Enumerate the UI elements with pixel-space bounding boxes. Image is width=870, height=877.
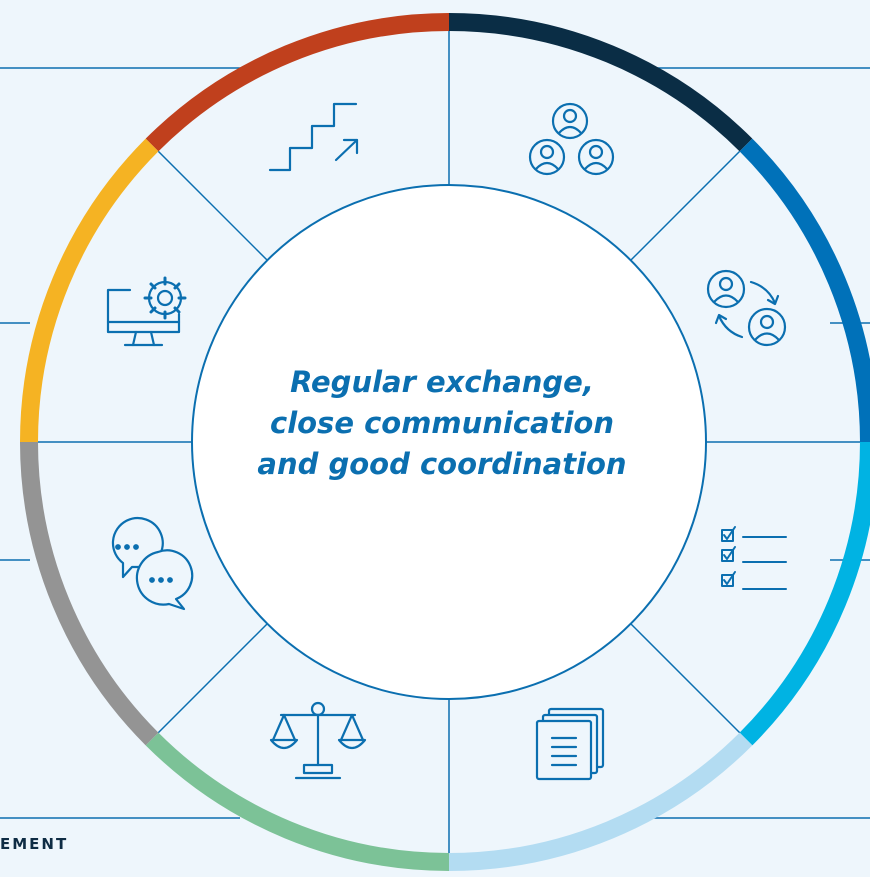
center-message-line-1: Regular exchange, <box>290 365 594 399</box>
chat-bubbles-icon <box>111 516 194 611</box>
ring-segment-balance <box>145 732 450 871</box>
checklist-icon <box>721 526 787 590</box>
connector-lines <box>0 67 870 819</box>
spoke-divider <box>157 623 268 734</box>
center-circle <box>191 184 707 700</box>
spoke-dividers <box>38 31 860 853</box>
ring-segment-career-growth <box>145 13 450 152</box>
ring-segment-communication <box>20 441 159 746</box>
documents-icon <box>535 707 605 781</box>
scales-icon <box>269 701 367 780</box>
ring-segment-checklist <box>739 441 870 746</box>
spoke-divider <box>630 150 741 261</box>
people-exchange-icon <box>706 269 787 347</box>
stairs-arrow-icon <box>268 102 359 172</box>
center-message: Regular exchange, close communication an… <box>212 362 672 485</box>
spoke-divider <box>157 150 268 261</box>
ring-segment-team <box>448 13 753 152</box>
spoke-divider <box>630 623 741 734</box>
ring-segment-exchange <box>739 138 870 443</box>
footer-label: EMENT <box>0 835 69 853</box>
monitor-gear-icon <box>106 276 187 347</box>
center-message-line-2: close communication <box>270 406 614 440</box>
people-group-icon <box>528 102 615 176</box>
center-message-line-3: and good coordination <box>257 447 627 481</box>
outer-ring <box>20 13 870 871</box>
ring-segment-documents <box>448 732 753 871</box>
ring-segment-technology <box>20 138 159 443</box>
